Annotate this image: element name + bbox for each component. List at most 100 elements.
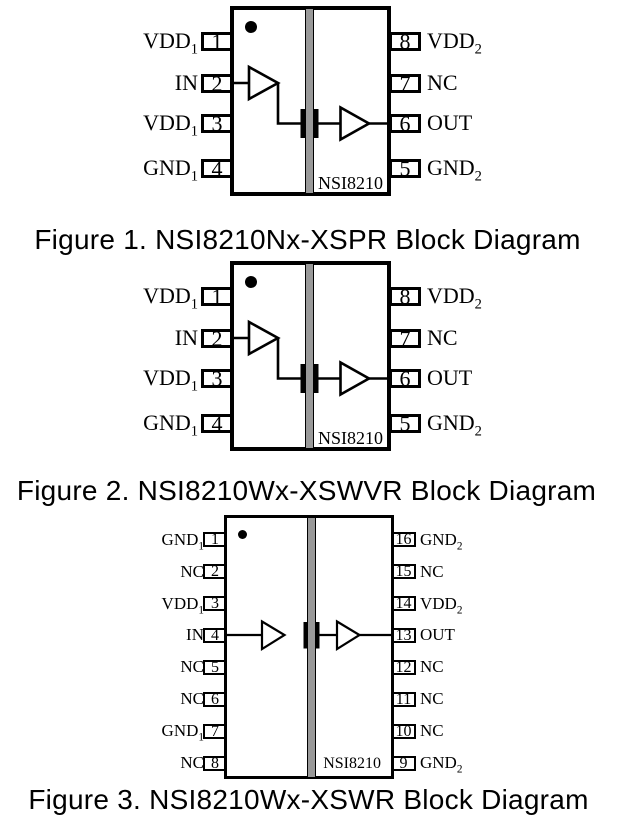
pin-box: 2 <box>201 70 233 96</box>
pin-label-subscript: 1 <box>190 123 198 140</box>
pin-label-text: OUT <box>427 110 473 135</box>
pin-label: GND2 <box>420 529 610 552</box>
isolation-capacitor-right-plate <box>316 622 320 649</box>
chip-name: NSI8210 <box>317 428 383 448</box>
pin-label: IN <box>0 70 198 96</box>
pin-number: 12 <box>395 658 412 676</box>
pin-number: 14 <box>395 595 412 612</box>
pin-label-text: GND <box>161 529 199 549</box>
pin-label-text: GND <box>143 410 191 435</box>
pin-number: 2 <box>211 70 223 96</box>
pin-number: 4 <box>211 626 219 644</box>
pin1-indicator-dot <box>245 276 257 288</box>
pin-label: NC <box>427 70 617 96</box>
pin-number: 7 <box>211 722 219 740</box>
pin-label: NC <box>420 657 610 677</box>
isolation-capacitor-left-plate <box>303 622 307 649</box>
pin-label: NC <box>0 562 204 582</box>
pin-label: GND1 <box>0 155 198 185</box>
input-buffer-triangle <box>247 64 281 102</box>
pin-label: GND2 <box>427 155 617 184</box>
pin-number: 4 <box>211 410 223 436</box>
pin-label-text: GND <box>143 155 191 180</box>
pin-label: NC <box>0 753 204 773</box>
pin-label-text: GND <box>161 721 199 740</box>
pin-label: VDD2 <box>427 283 617 313</box>
pin-number: 15 <box>395 563 412 580</box>
pin-label-subscript: 2 <box>456 539 463 552</box>
pin-label-text: OUT <box>420 625 455 644</box>
figure-caption: Figure 1. NSI8210Nx-XSPR Block Diagram <box>34 223 581 255</box>
chip-name: NSI8210 <box>317 173 383 193</box>
pin-label-text: GND <box>420 529 457 549</box>
pin-box: 1 <box>201 30 233 52</box>
pin-label-text: GND <box>427 155 475 180</box>
pin-label-text: NC <box>180 689 204 708</box>
pin-label-text: NC <box>180 561 204 581</box>
pin-label-text: VDD <box>143 365 191 390</box>
pin-label-text: VDD <box>143 283 191 308</box>
pin-box: 7 <box>389 70 421 96</box>
isolator-circuit <box>226 619 394 651</box>
pin-label-subscript: 2 <box>456 603 463 616</box>
pin-number: 11 <box>395 690 412 708</box>
figure-caption: Figure 2. NSI8210Wx-XSWVR Block Diagram <box>16 474 597 506</box>
pin-label: OUT <box>420 625 610 645</box>
pin-label: NC <box>420 689 610 709</box>
isolation-capacitor-left-plate <box>300 109 305 138</box>
pin-label-text: OUT <box>427 365 473 390</box>
pin-label-subscript: 1 <box>190 378 198 395</box>
pin-box: 13 <box>391 627 416 643</box>
pin-label-text: VDD <box>143 28 191 53</box>
pin-label: GND1 <box>0 410 198 439</box>
pin-box: 11 <box>391 690 416 708</box>
isolation-capacitor-right-plate <box>314 109 319 138</box>
pin-number: 5 <box>399 410 411 436</box>
pin-label-text: VDD <box>143 110 191 135</box>
pin-label-subscript: 2 <box>474 296 482 313</box>
output-buffer-triangle <box>339 360 372 397</box>
input-buffer-triangle <box>260 619 287 651</box>
isolation-barrier <box>305 264 314 448</box>
pin-label-subscript: 2 <box>474 423 482 440</box>
pin-box: 5 <box>389 410 421 436</box>
output-buffer-triangle <box>335 619 362 651</box>
pin-number: 10 <box>395 722 412 740</box>
pin-box: 4 <box>201 157 233 179</box>
input-buffer-triangle <box>247 319 281 357</box>
pin-number: 3 <box>211 595 219 612</box>
pin-label-text: NC <box>420 657 444 676</box>
signal-trace-jog <box>276 83 301 125</box>
isolator-circuit <box>232 64 390 142</box>
pin-label: NC <box>420 721 610 741</box>
pin-label-text: VDD <box>161 593 199 613</box>
pin-box: 6 <box>389 112 421 134</box>
pin-label-text: IN <box>174 70 198 95</box>
pin-box: 6 <box>203 690 227 708</box>
pin-box: 7 <box>389 327 421 349</box>
pin-label-text: NC <box>420 561 444 581</box>
pin-number: 2 <box>211 563 219 580</box>
pin-number: 8 <box>399 283 411 309</box>
pin-label: NC <box>0 657 204 677</box>
pin-label-text: GND <box>427 410 475 435</box>
pin-box: 9 <box>391 755 416 771</box>
pin-box: 1 <box>201 285 233 307</box>
pin-box: 14 <box>391 595 416 612</box>
pin-label: IN <box>0 625 204 645</box>
pin-number: 7 <box>399 70 411 96</box>
isolator-circuit <box>232 319 390 397</box>
pin-label-subscript: 1 <box>190 296 198 313</box>
chip-name: NSI8210 <box>323 755 381 772</box>
pin-label-subscript: 1 <box>190 168 198 185</box>
pin-label: NC <box>420 562 610 582</box>
pin-number: 1 <box>211 531 219 548</box>
pin-label-text: GND <box>420 753 457 772</box>
pin-number: 6 <box>211 690 219 708</box>
pin-box: 3 <box>201 367 233 389</box>
pin-box: 12 <box>391 658 416 676</box>
pin-label: GND1 <box>0 721 204 743</box>
pin-number: 16 <box>395 531 412 548</box>
pin-label-text: IN <box>186 625 204 644</box>
